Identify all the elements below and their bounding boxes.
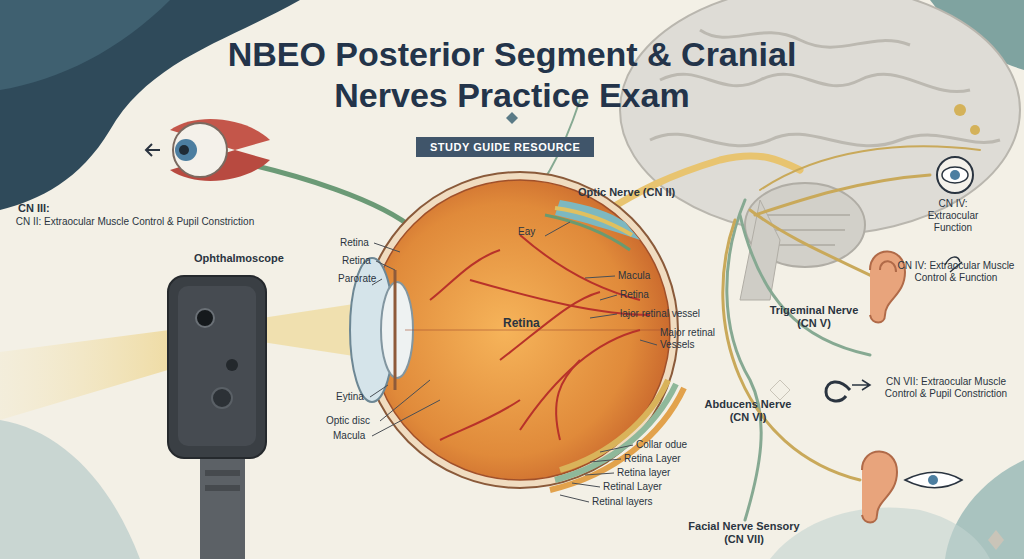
part-label: Retina (342, 255, 371, 267)
ornament (988, 530, 1004, 550)
layer-label: Retina Layer (624, 453, 681, 465)
ornament (770, 380, 790, 400)
part-label: Retina (620, 289, 649, 301)
layer-label: Retinal Layer (603, 481, 662, 493)
leader-lines (370, 222, 657, 502)
nerve-label: Facial Nerve Sensory (CN VII) (688, 520, 800, 546)
nerve-label: CN II: Extraocular Muscle Control & Pupi… (4, 216, 266, 228)
ornament (506, 112, 518, 124)
nerve-label: CN IV: Extraocular Function (912, 198, 994, 234)
nerve-label: Trigeminal Nerve (CN V) (768, 304, 860, 330)
nerve-label: CN VII: Extraocular Muscle Control & Pup… (876, 376, 1016, 400)
part-label: Macula (333, 430, 365, 442)
layer-label: Retina layer (617, 467, 670, 479)
part-label: Parorate (338, 273, 376, 285)
ophthalmoscope (168, 276, 266, 559)
layer-label: Retinal layers (592, 496, 653, 508)
part-label: Retina (503, 316, 540, 330)
part-label: Retina (340, 237, 369, 249)
nerve-label: CN IV: Extraocular Muscle Control & Func… (892, 260, 1020, 284)
eye-cross-section (350, 172, 684, 490)
nerve-label: Optic Nerve (CN II) (578, 186, 675, 199)
banner-text: STUDY GUIDE RESOURCE (430, 141, 580, 153)
banner-box: STUDY GUIDE RESOURCE (416, 137, 594, 157)
part-label: Optic disc (326, 415, 370, 427)
part-label: lajor retinal vessel (620, 308, 700, 320)
cn-heading: CN III: (18, 202, 50, 215)
layer-label: Collar odue (636, 439, 687, 451)
part-label: Eay (518, 226, 535, 238)
part-label: Major retinal Vessels (660, 327, 732, 351)
nerve-label: Abducens Nerve (CN VI) (700, 398, 796, 424)
part-label: Macula (618, 270, 650, 282)
part-label: Eytina (336, 391, 364, 403)
eyeball-icon (146, 119, 270, 181)
device-label: Ophthalmoscope (194, 252, 284, 265)
title: NBEO Posterior Segment & Cranial Nerves … (172, 34, 852, 116)
